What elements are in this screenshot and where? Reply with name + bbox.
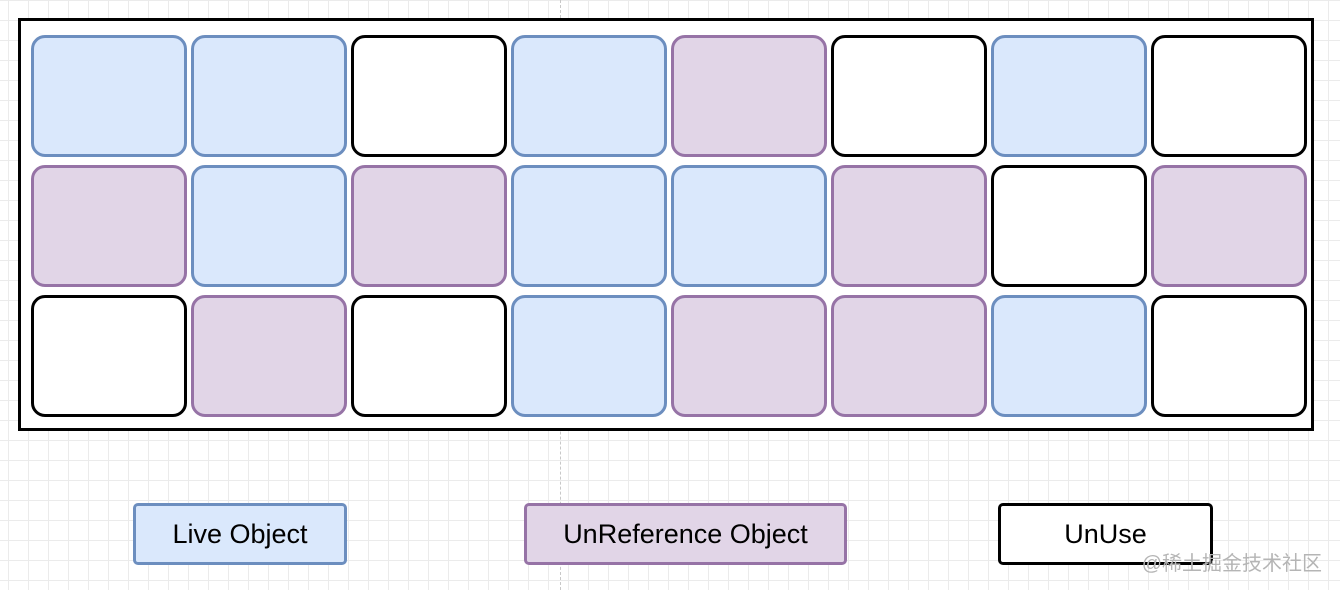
unreference-object-cell <box>351 165 507 287</box>
memory-block <box>18 18 1314 431</box>
legend-unreference-object-label: UnReference Object <box>563 518 808 549</box>
unreference-object-cell <box>831 295 987 417</box>
unreference-object-cell <box>191 295 347 417</box>
live-object-cell <box>31 35 187 157</box>
legend-live-object: Live Object <box>133 503 347 565</box>
legend-unreference-object: UnReference Object <box>524 503 847 565</box>
unuse-cell <box>991 165 1147 287</box>
unuse-cell <box>351 35 507 157</box>
unreference-object-cell <box>1151 165 1307 287</box>
live-object-cell <box>671 165 827 287</box>
unreference-object-cell <box>671 295 827 417</box>
legend-live-object-label: Live Object <box>172 518 308 549</box>
legend-unuse-label: UnUse <box>1064 518 1147 549</box>
unuse-cell <box>31 295 187 417</box>
watermark: @稀土掘金技术社区 <box>1141 553 1322 575</box>
live-object-cell <box>511 35 667 157</box>
live-object-cell <box>511 165 667 287</box>
live-object-cell <box>191 35 347 157</box>
live-object-cell <box>191 165 347 287</box>
unreference-object-cell <box>671 35 827 157</box>
unreference-object-cell <box>31 165 187 287</box>
unreference-object-cell <box>831 165 987 287</box>
live-object-cell <box>511 295 667 417</box>
live-object-cell <box>991 35 1147 157</box>
live-object-cell <box>991 295 1147 417</box>
unuse-cell <box>1151 35 1307 157</box>
unuse-cell <box>831 35 987 157</box>
unuse-cell <box>351 295 507 417</box>
legend-unuse: UnUse <box>998 503 1213 565</box>
unuse-cell <box>1151 295 1307 417</box>
